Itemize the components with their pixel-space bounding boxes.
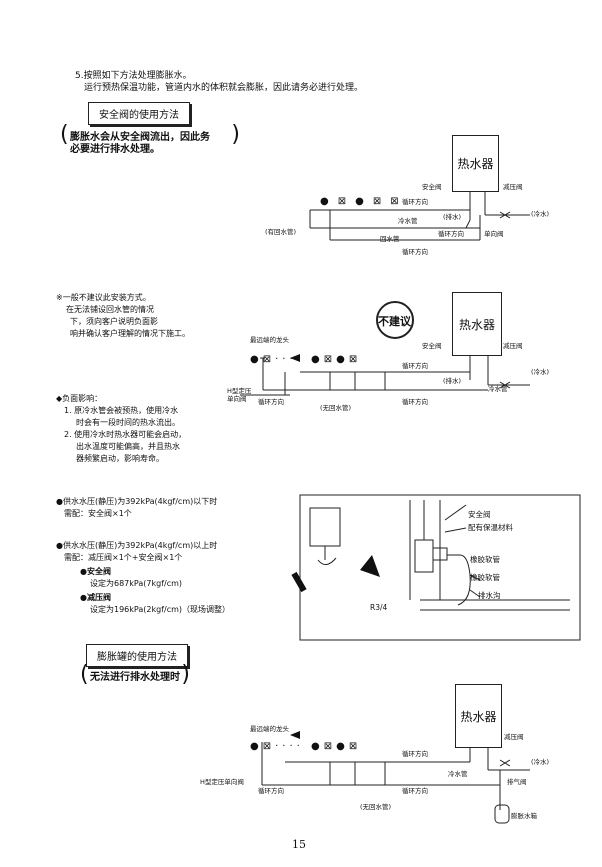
neg-2c: 器频繁启动，影响寿命。 bbox=[76, 454, 164, 463]
detail-safety-valve: 安全阀 bbox=[468, 510, 491, 519]
d3-cold-pipe: 冷水管 bbox=[448, 770, 468, 778]
d2-h-check-1: H型定压 bbox=[227, 387, 252, 395]
d2-circ-bottom: 循环方向 bbox=[402, 398, 428, 406]
heater-2: 热水器 bbox=[452, 292, 502, 356]
d2-safety-valve: 安全阀 bbox=[422, 342, 442, 350]
d2-taps: ●⊠···· ●⊠●⊠ bbox=[250, 354, 362, 365]
d2-cold-pipe: 冷水管 bbox=[488, 385, 508, 393]
detail-hose2: 橡胶软管 bbox=[470, 573, 500, 582]
d2-reducing-valve: 减压阀 bbox=[503, 342, 523, 350]
d3-farthest-tap: 最远端的龙头 bbox=[250, 725, 289, 733]
s2-note3: 下，须向客户说明负面影 bbox=[70, 317, 158, 326]
pressure-1b: 需配：安全阀×1个 bbox=[64, 509, 132, 518]
d3-exhaust-valve: 排气阀 bbox=[507, 778, 527, 786]
d3-circ-top: 循环方向 bbox=[402, 750, 428, 758]
section1-note: 膨胀水会从安全阀流出，因此务 必要进行排水处理。 bbox=[60, 129, 240, 156]
pressure-rv-title: ●减压阀 bbox=[80, 593, 111, 602]
d3-reducing-valve: 减压阀 bbox=[504, 733, 524, 741]
s2-note2: 在无法铺设回水管的情况 bbox=[66, 305, 154, 314]
pressure-sv-title: ●安全阀 bbox=[80, 567, 111, 576]
d1-check-valve: 单向阀 bbox=[484, 230, 504, 238]
s2-note1: ※一般不建议此安装方式。 bbox=[56, 293, 151, 302]
d3-no-return: (无回水管) bbox=[360, 803, 392, 811]
d3-expansion-tank: 膨胀水箱 bbox=[511, 812, 537, 820]
d2-cold-water: (冷水) bbox=[531, 368, 550, 376]
neg-1b: 时会有一段时间的热水流出。 bbox=[76, 418, 180, 427]
detail-thread: R3/4 bbox=[370, 603, 388, 612]
d2-h-check-2: 单向阀 bbox=[227, 395, 247, 403]
detail-hose1: 橡胶软管 bbox=[470, 555, 500, 564]
d1-safety-valve: 安全阀 bbox=[422, 183, 442, 191]
d3-circ-left: 循环方向 bbox=[258, 787, 284, 795]
d1-return-pipe: 回水管 bbox=[380, 235, 400, 243]
pressure-2b: 需配：减压阀×1个+安全阀×1个 bbox=[64, 553, 183, 562]
d3-h-check: H型定压单向阀 bbox=[200, 778, 244, 786]
pressure-sv-set: 设定为687kPa(7kgf/cm) bbox=[90, 579, 183, 588]
section3-note: 无法进行排水处理时 bbox=[80, 669, 190, 684]
neg-1a: 1. 原冷水管会被预热，使用冷水 bbox=[64, 406, 179, 415]
heater-1: 热水器 bbox=[452, 135, 499, 192]
d1-circ-a: 循环方向 bbox=[438, 230, 464, 238]
d1-taps: ●⊠●⊠⊠ bbox=[320, 196, 408, 207]
s2-note4: 响并确认客户理解的情况下施工。 bbox=[70, 329, 190, 338]
pressure-2a: ●供水水压(静压)为392kPa(4kgf/cm)以上时 bbox=[56, 541, 218, 550]
d2-drain: (排水) bbox=[443, 377, 462, 385]
neg-2b: 出水温度可能偏高，并且热水 bbox=[76, 442, 180, 451]
page-number: 15 bbox=[292, 838, 306, 851]
d2-circ-top: 循环方向 bbox=[402, 362, 428, 370]
section1-note-line2: 必要进行排水处理。 bbox=[70, 144, 160, 155]
d3-cold-water: (冷水) bbox=[531, 758, 550, 766]
d1-circ-b: 循环方向 bbox=[402, 248, 428, 256]
step5-line2: 运行预热保温功能，管道内水的体积就会膨胀，因此请务必进行处理。 bbox=[84, 83, 364, 93]
d1-drain: (排水) bbox=[443, 213, 462, 221]
neg-title: ◆负面影响： bbox=[56, 394, 103, 403]
d1-cold-pipe: 冷水管 bbox=[398, 217, 418, 225]
pressure-1a: ●供水水压(静压)为392kPa(4kgf/cm)以下时 bbox=[56, 497, 218, 506]
d1-cold-water: (冷水) bbox=[531, 210, 550, 218]
d2-circ-left: 循环方向 bbox=[258, 398, 284, 406]
heater-3: 热水器 bbox=[455, 684, 502, 748]
section1-note-line1: 膨胀水会从安全阀流出，因此务 bbox=[70, 132, 210, 143]
section1-title: 安全阀的使用方法 bbox=[88, 102, 190, 125]
d2-no-return: (无回水管) bbox=[320, 404, 352, 412]
step5-line1: 5.按照如下方法处理膨胀水。 bbox=[75, 71, 192, 81]
d3-taps: ●⊠···· ●⊠●⊠ bbox=[250, 741, 362, 752]
section3-title: 膨胀罐的使用方法 bbox=[86, 644, 188, 667]
d1-with-return: (有回水管) bbox=[265, 228, 297, 236]
not-recommended-stamp: 不建议 bbox=[378, 315, 411, 328]
detail-insulation: 配有保温材料 bbox=[468, 523, 513, 532]
detail-drain-ditch: 排水沟 bbox=[478, 591, 501, 600]
neg-2a: 2. 使用冷水时热水器可能会启动， bbox=[64, 430, 187, 439]
d1-circ-top: 循环方向 bbox=[402, 198, 428, 206]
d3-circ-bottom: 循环方向 bbox=[402, 787, 428, 795]
d1-reducing-valve: 减压阀 bbox=[503, 183, 523, 191]
pressure-rv-set: 设定为196kPa(2kgf/cm)（现场调整） bbox=[90, 605, 231, 614]
d2-farthest-tap: 最远端的龙头 bbox=[250, 336, 289, 344]
